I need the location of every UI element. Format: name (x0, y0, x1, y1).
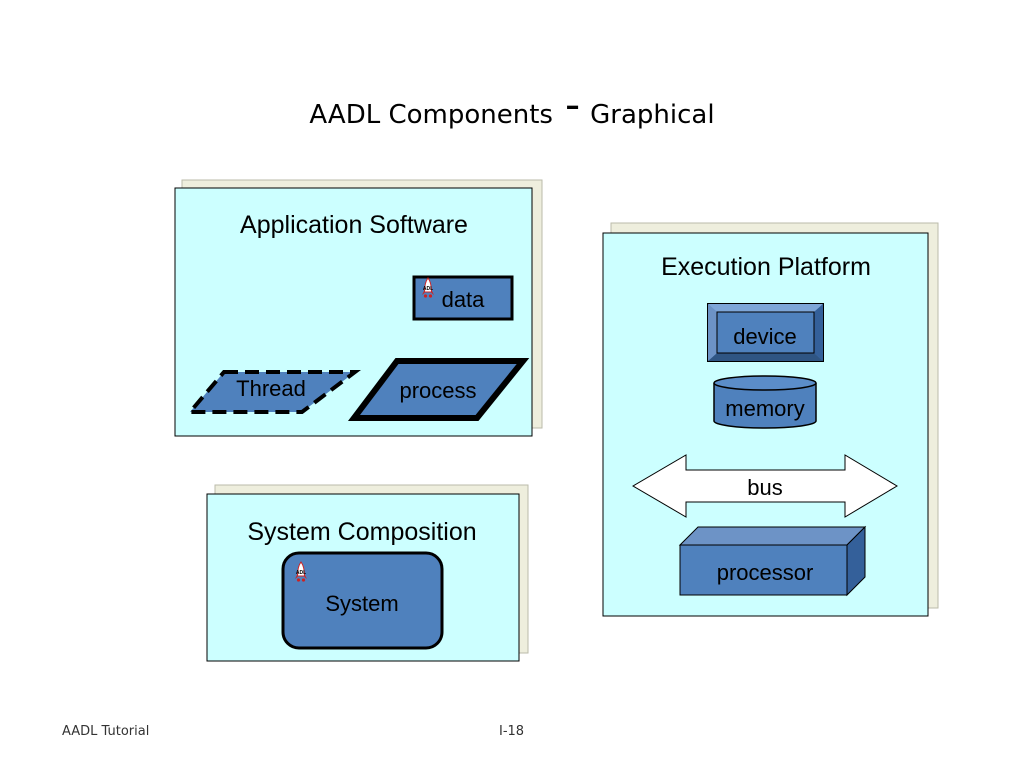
device-bevel-top (708, 304, 823, 312)
thread-label: Thread (236, 376, 306, 401)
device-bevel-left (708, 304, 717, 361)
footer-left-text: AADL Tutorial (62, 724, 150, 739)
data-label: data (442, 287, 486, 312)
device-label: device (733, 324, 797, 349)
bus-label: bus (747, 475, 782, 500)
data-component: data (412, 275, 514, 321)
processor-label: processor (717, 560, 814, 585)
process-label: process (399, 378, 476, 403)
device-bevel-right (814, 304, 823, 361)
device-component: device (707, 303, 824, 362)
bus-component: bus (632, 454, 898, 518)
footer-page-number: I-18 (499, 724, 525, 739)
device-inner-box (716, 311, 815, 354)
application-software-heading: Application Software (240, 211, 468, 239)
title-left: AADL Components (309, 100, 553, 130)
process-parallelogram (347, 358, 530, 421)
memory-label: memory (725, 396, 804, 421)
process-component: process (347, 358, 530, 421)
title-right: Graphical (590, 100, 715, 130)
memory-component: memory (713, 375, 817, 429)
system-component: System (281, 551, 444, 650)
thread-parallelogram (185, 370, 361, 414)
memory-cylinder-top (713, 375, 817, 391)
slide-title: AADL Components-Graphical (0, 80, 1024, 133)
system-composition-panel: System Composition System (206, 484, 529, 662)
processor-front-face (679, 544, 848, 596)
thread-component: Thread (185, 370, 361, 414)
title-dash: - (564, 80, 581, 129)
processor-component: processor (678, 525, 867, 597)
execution-platform-panel: Execution Platform device memory bus (602, 222, 939, 617)
device-bevel-bottom (708, 353, 823, 361)
bus-double-arrow (632, 454, 898, 518)
memory-cylinder-body (713, 383, 817, 429)
application-software-panel: Application Software data Thread process (174, 179, 543, 437)
system-composition-heading: System Composition (247, 518, 476, 546)
execution-platform-heading: Execution Platform (661, 253, 871, 281)
system-box (281, 551, 444, 650)
system-label: System (325, 591, 398, 616)
processor-top-face (678, 526, 867, 546)
